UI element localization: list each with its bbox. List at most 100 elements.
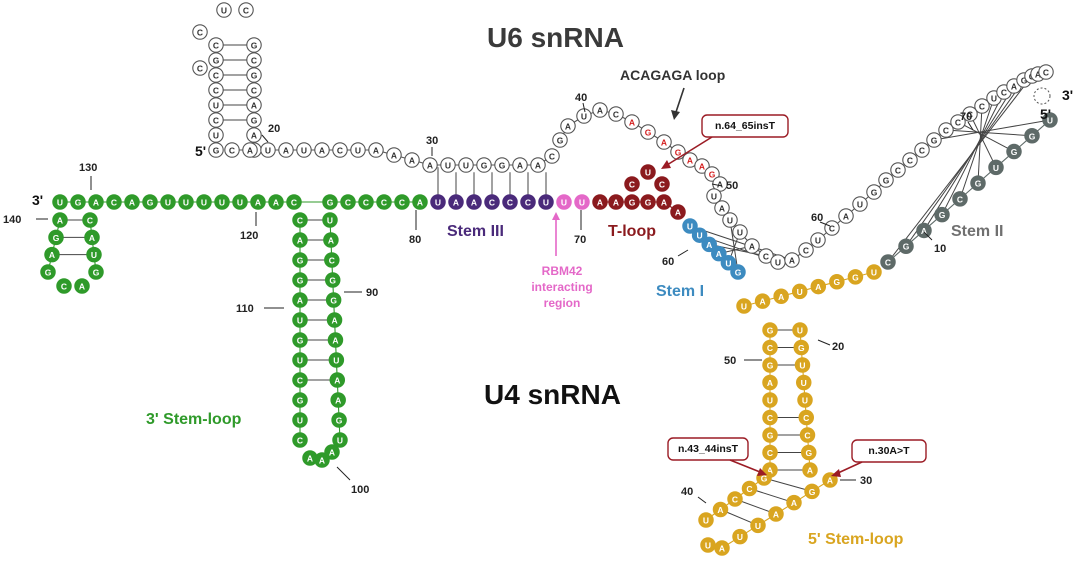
u4-green-nucleotide: U [332, 432, 348, 448]
u4-stem-iii-nucleotide: A [466, 194, 482, 210]
svg-text:U: U [687, 222, 693, 232]
u4-green-nucleotide: U [328, 352, 345, 368]
u6-nucleotide: U [852, 196, 868, 212]
svg-text:G: G [213, 56, 220, 66]
u4-rbm42-nucleotide: U [574, 194, 590, 210]
u4-green-nucleotide: U [178, 194, 194, 210]
svg-text:G: G [251, 71, 258, 81]
u4-stem-iii-nucleotide: U [430, 194, 446, 210]
svg-text:A: A [699, 162, 705, 172]
svg-text:C: C [613, 110, 619, 120]
u4-green-nucleotide: G [324, 272, 341, 288]
svg-text:A: A [716, 249, 722, 259]
u4-t-loop-nucleotide: U [640, 164, 656, 180]
u4-green-nucleotide: G [88, 264, 104, 280]
u4-stem-iii-nucleotide: A [448, 194, 464, 210]
svg-text:C: C [87, 216, 93, 226]
svg-text:C: C [337, 146, 343, 156]
acagaga-loop-label: ACAGAGA loop [620, 67, 725, 83]
u6-acagaga-nucleotide: C [608, 106, 624, 122]
svg-text:C: C [381, 198, 387, 208]
u4-green-nucleotide: A [52, 212, 68, 228]
u4-gold-nucleotide: U [866, 264, 882, 280]
u6-acagaga-nucleotide: A [694, 158, 710, 174]
u6-nucleotide: C [208, 82, 224, 98]
u6-nucleotide: C [208, 67, 224, 83]
u4-gold-nucleotide: U [732, 528, 748, 545]
svg-text:U: U [645, 168, 651, 178]
svg-text:C: C [895, 166, 901, 176]
u4-t-loop-nucleotide: C [654, 176, 670, 192]
u4-green-nucleotide: U [322, 212, 338, 228]
u4-pos-140: 140 [3, 214, 21, 226]
u6-nucleotide: C [1038, 64, 1054, 80]
svg-text:A: A [373, 146, 379, 156]
u4-stem-i-nucleotide: U [691, 227, 708, 243]
u6-nucleotide: U [208, 97, 224, 113]
u4-gold-nucleotide: A [810, 278, 827, 295]
u4-stem-iii-nucleotide: C [520, 194, 536, 210]
rbm42-label-line3: region [544, 296, 581, 310]
u4-three-prime-end: 3' [32, 192, 43, 208]
u4-stem-ii-nucleotide: C [880, 254, 896, 270]
u4-green-nucleotide: G [40, 264, 56, 280]
u4-stem-iii-nucleotide: U [538, 194, 554, 210]
svg-text:A: A [49, 250, 55, 260]
u6-nucleotide: A [422, 157, 438, 173]
svg-text:A: A [417, 198, 423, 208]
u4-title: U4 snRNA [484, 379, 621, 410]
svg-text:U: U [581, 112, 587, 122]
svg-text:U: U [991, 94, 997, 104]
stem-ii-pair [959, 97, 995, 200]
u4-green-nucleotide: A [327, 332, 344, 348]
svg-text:G: G [931, 136, 938, 146]
u4-pos-40: 40 [681, 486, 693, 498]
u6-nucleotide: C [824, 220, 840, 236]
u4-gold-nucleotide: G [829, 273, 845, 290]
svg-text:C: C [61, 282, 67, 292]
u4-green-nucleotide: C [340, 194, 356, 210]
svg-text:C: C [955, 118, 961, 128]
svg-text:A: A [778, 292, 784, 302]
svg-text:C: C [767, 343, 773, 353]
u4-green-nucleotide: C [106, 194, 122, 210]
svg-text:G: G [297, 256, 304, 266]
svg-text:U: U [327, 216, 333, 226]
stem-i-pair [729, 219, 739, 273]
svg-text:U: U [333, 356, 339, 366]
svg-text:G: G [883, 176, 890, 186]
svg-text:U: U [737, 228, 743, 238]
svg-text:G: G [330, 296, 337, 306]
u4-green-nucleotide: A [324, 444, 340, 460]
u4-green-nucleotide: A [314, 452, 330, 468]
u4-green-nucleotide: G [292, 332, 308, 348]
u4-gold-nucleotide: C [727, 491, 743, 507]
u4-stem-ii-nucleotide: C [952, 191, 968, 207]
svg-text:U: U [871, 268, 877, 278]
u6-pos-60: 60 [811, 212, 823, 224]
mutation-arrowhead-64-65 [661, 160, 671, 169]
svg-text:A: A [565, 122, 571, 132]
svg-text:G: G [499, 161, 506, 171]
u4-gold-nucleotide: U [698, 512, 714, 528]
svg-text:G: G [93, 268, 100, 278]
u6-nucleotide: C [890, 162, 906, 178]
u4-pos-90: 90 [366, 287, 378, 299]
u6-acagaga-nucleotide: U [576, 108, 592, 124]
svg-text:C: C [197, 28, 203, 38]
svg-text:U: U [711, 192, 717, 202]
u6-pos-70: 70 [960, 111, 972, 123]
svg-text:C: C [213, 41, 219, 51]
svg-text:A: A [1011, 82, 1017, 92]
u6-five-prime-end: 5' [195, 143, 206, 159]
svg-text:U: U [301, 146, 307, 156]
u4-gold-nucleotide: C [762, 339, 778, 356]
stem-ii-pair [957, 121, 1015, 152]
svg-text:C: C [489, 198, 495, 208]
svg-text:U: U [1047, 116, 1053, 126]
svg-text:C: C [967, 110, 973, 120]
u6-nucleotide: C [246, 82, 262, 98]
svg-text:U: U [213, 131, 219, 141]
u6-nucleotide: U [722, 212, 738, 228]
u4-green-nucleotide: G [48, 229, 64, 246]
